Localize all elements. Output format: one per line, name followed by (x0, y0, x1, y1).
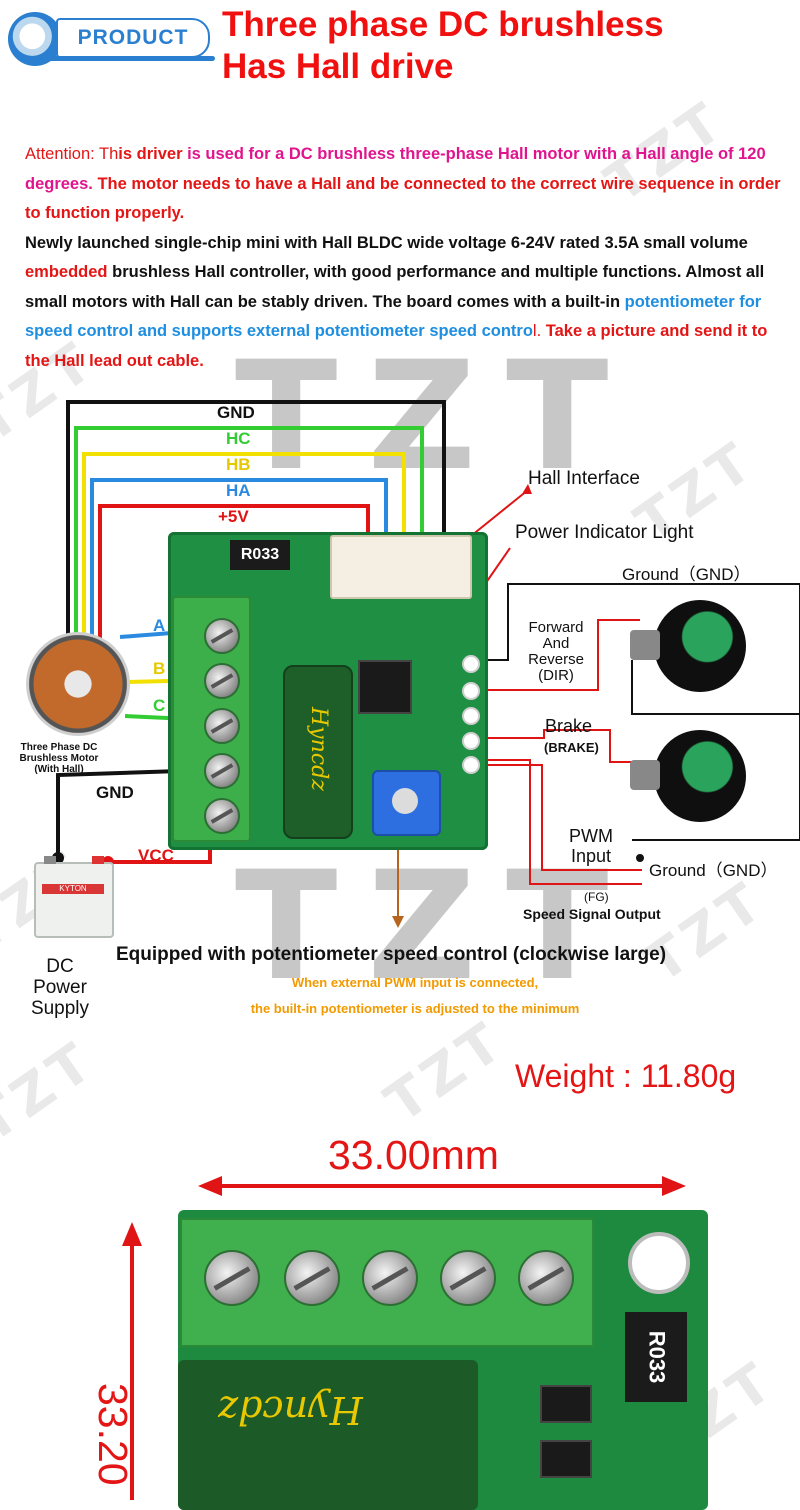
desc-text: Th (99, 145, 119, 163)
page-title: Three phase DC brushless Has Hall drive (222, 4, 664, 88)
push-button-icon (654, 730, 746, 822)
product-badge-label: PRODUCT (77, 26, 189, 49)
desc-embedded: embedded (25, 263, 108, 281)
screw-icon (204, 708, 240, 744)
label-fg-sub: Speed Signal Output (523, 906, 661, 922)
line-fg (478, 759, 642, 885)
title-line-2: Has Hall drive (222, 47, 454, 86)
pad-gnd (462, 655, 480, 673)
label-brake-sub: (BRAKE) (544, 740, 599, 755)
label-wire-5v: +5V (218, 507, 249, 526)
wire-gnd (66, 400, 446, 650)
description: Attention: This driver is used for a DC … (25, 140, 785, 376)
pwm-note-2: the built-in potentiometer is adjusted t… (250, 1001, 580, 1016)
desc-text: is used for a DC brushless three-phase H… (25, 145, 766, 193)
label-vcc: VCC (138, 846, 174, 865)
label-dc-power: DC Power Supply (30, 956, 90, 1019)
ic-chip (540, 1440, 592, 1478)
label-brake: Brake (545, 716, 593, 736)
wire-gnd-battery (56, 768, 211, 858)
capacitor: Hyncdz (283, 665, 353, 839)
capacitor-photo-label: Hyncdz (218, 1388, 363, 1432)
label-dir: Forward And Reverse (DIR) (528, 619, 584, 684)
desc-text: l. (532, 322, 546, 340)
label-wire-hc: HC (226, 429, 251, 448)
ic-chip (540, 1385, 592, 1423)
wiring-diagram (52, 400, 800, 928)
screw-terminal (172, 596, 251, 842)
capacitor-photo: Hyncdz (178, 1360, 478, 1510)
bldc-motor-icon (26, 632, 130, 736)
hall-connector (330, 535, 472, 599)
pad-pwm (462, 732, 480, 750)
label-ground-top: Ground（GND） (622, 565, 751, 584)
desc-text: brushless Hall controller, with good per… (25, 263, 765, 311)
height-dimension: 33.20 (90, 1383, 136, 1486)
desc-text: Newly launched single-chip mini with Hal… (25, 233, 748, 252)
pad-brake (462, 707, 480, 725)
title-line-1: Three phase DC brushless (222, 5, 664, 44)
label-phase-c: C (153, 696, 166, 715)
wire-ha (90, 478, 388, 650)
screw-icon (440, 1250, 496, 1306)
desc-attention: Attention: (25, 145, 100, 163)
label-phase-a: A (153, 616, 166, 635)
pad-fg (462, 756, 480, 774)
battery-icon: KYTON (34, 856, 114, 938)
screw-terminal-photo (180, 1218, 594, 1347)
badge-underline (40, 56, 215, 61)
board-resistor-photo: R033 (625, 1312, 687, 1402)
line-ground (478, 583, 800, 841)
label-wire-hb: HB (226, 455, 251, 474)
dimension-arrows (122, 1176, 686, 1500)
wire-hb (82, 452, 406, 650)
screw-icon (204, 753, 240, 789)
potentiometer (372, 770, 441, 836)
label-motor: Three Phase DC Brushless Motor (With Hal… (19, 742, 99, 775)
capacitor-label: Hyncdz (306, 707, 331, 791)
screw-icon (284, 1250, 340, 1306)
button-stem (630, 630, 660, 660)
callout-hall (465, 489, 529, 541)
controller-chip (358, 660, 412, 714)
button-stem (630, 760, 660, 790)
desc-take-picture: Take a picture and send it to the Hall l… (25, 322, 768, 370)
label-ground-bottom: Ground（GND） (649, 861, 778, 880)
pad-dir (462, 682, 480, 700)
label-hall-interface: Hall Interface (528, 468, 640, 489)
label-power-indicator: Power Indicator Light (515, 522, 694, 543)
desc-potentiometer: potentiometer for speed control and supp… (25, 292, 762, 341)
screw-icon (362, 1250, 418, 1306)
line-pwm (478, 764, 642, 871)
pwm-note-1: When external PWM input is connected, (291, 975, 539, 990)
label-wire-ha: HA (226, 481, 251, 500)
label-phase-b: B (153, 659, 166, 678)
screw-icon (518, 1250, 574, 1306)
line-dir (478, 619, 640, 691)
screw-icon (204, 618, 240, 654)
label-gnd-battery: GND (96, 783, 134, 802)
desc-text: The motor needs to have a Hall and be co… (25, 174, 781, 223)
label-fg: (FG) (584, 890, 609, 904)
weight-label: Weight : 11.80g (515, 1058, 737, 1094)
width-dimension: 33.00mm (328, 1132, 499, 1178)
desc-text: is driver (118, 145, 188, 163)
board-resistor: R033 (230, 540, 290, 570)
screw-icon (204, 1250, 260, 1306)
line-brake (478, 729, 640, 763)
screw-icon (204, 663, 240, 699)
mounting-hole (628, 1232, 690, 1294)
label-wire-gnd: GND (217, 403, 255, 422)
push-button-icon (654, 600, 746, 692)
battery-label: KYTON (42, 884, 104, 894)
pot-caption: Equipped with potentiometer speed contro… (116, 944, 667, 965)
screw-icon (204, 798, 240, 834)
wire-hc (74, 426, 424, 650)
